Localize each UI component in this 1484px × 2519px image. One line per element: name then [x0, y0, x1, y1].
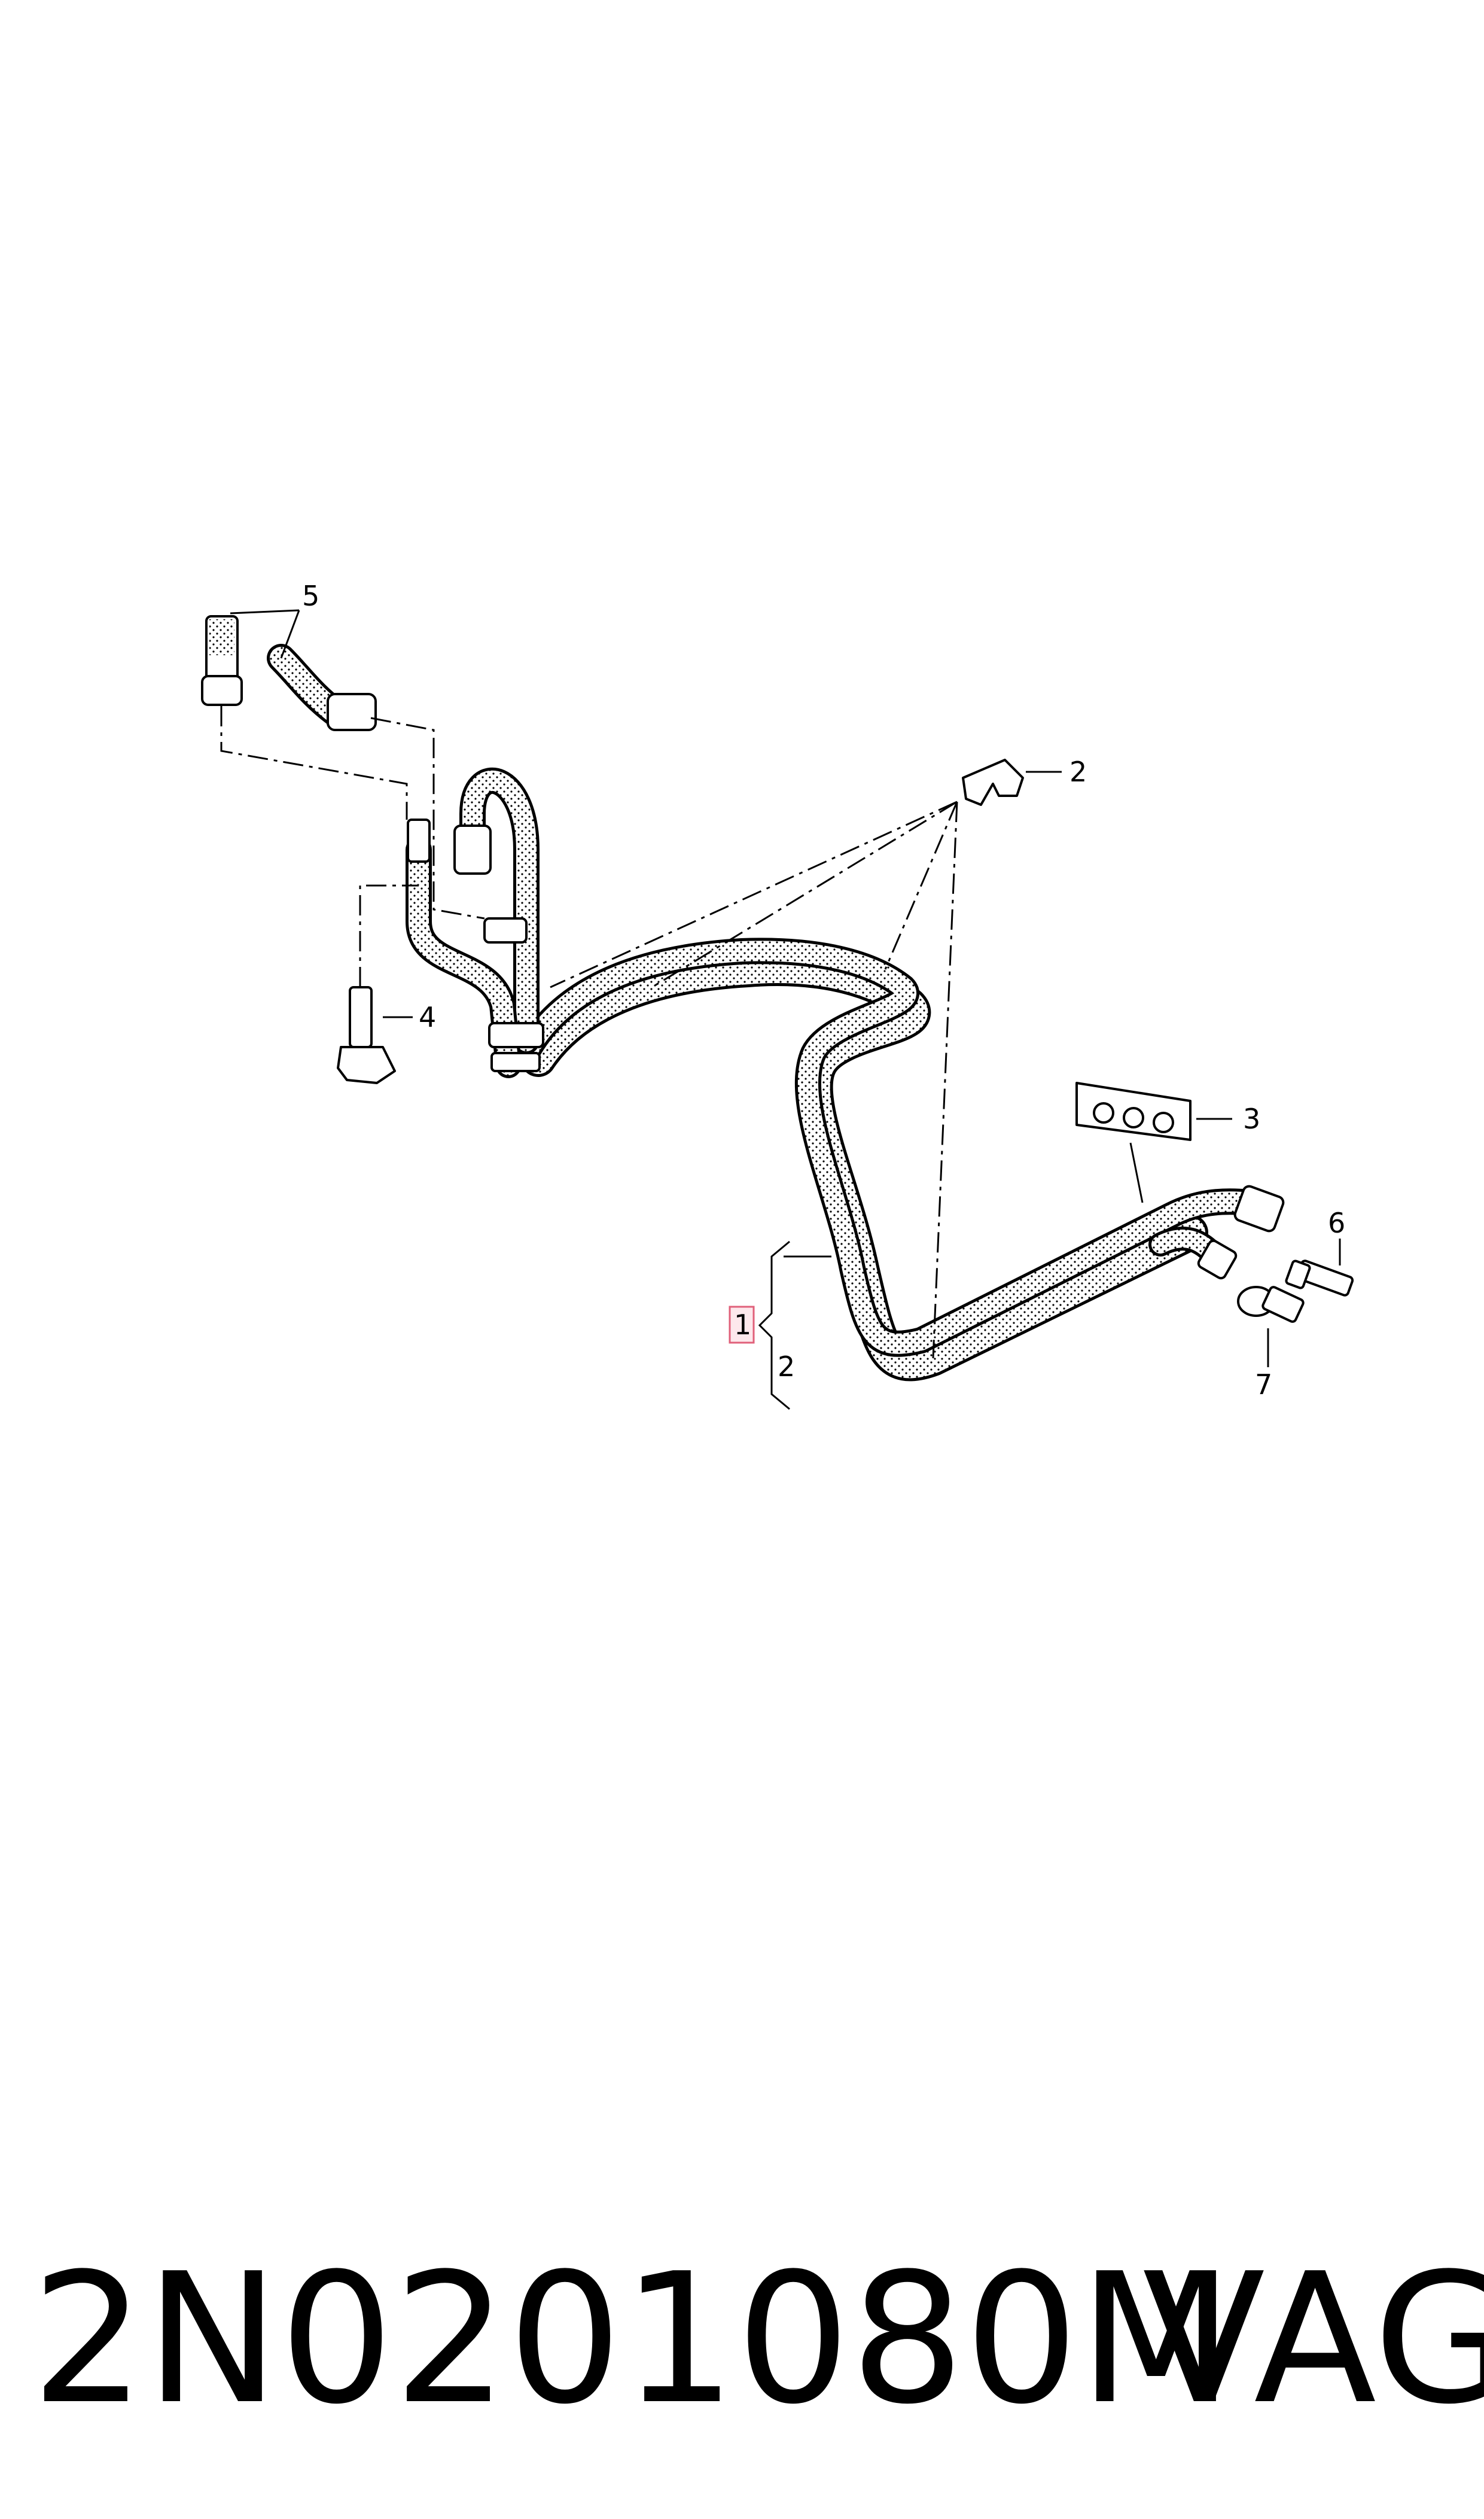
part-2-clip — [962, 759, 1024, 806]
callout-1-label[interactable]: 1 — [734, 1309, 751, 1341]
callout-5-label[interactable]: 5 — [302, 580, 319, 612]
callout-leaders — [230, 609, 1341, 1410]
part-number: 2N0201080M — [31, 2235, 1234, 2444]
callout-6-label[interactable]: 6 — [1328, 1207, 1345, 1239]
callout-7-label[interactable]: 7 — [1255, 1368, 1272, 1401]
callout-2-label-lower[interactable]: 2 — [778, 1350, 795, 1383]
part-4-fitting — [337, 986, 396, 1084]
part-7-fitting — [1237, 1286, 1305, 1323]
part-5-connectors — [201, 615, 377, 731]
callout-3-label[interactable]: 3 — [1243, 1103, 1260, 1135]
callout-1-highlight — [729, 1306, 755, 1344]
callout-2-label-upper[interactable]: 2 — [1069, 756, 1087, 788]
hose-assembly — [406, 767, 1285, 1382]
part-3-bracket — [1075, 1082, 1192, 1141]
assembly-lines — [220, 706, 1144, 1359]
brand-name: VAG — [1142, 2235, 1484, 2444]
callout-4-label[interactable]: 4 — [419, 1001, 436, 1033]
footer: 2N0201080M VAG — [0, 2226, 1484, 2453]
part-6-fitting — [1285, 1260, 1354, 1297]
